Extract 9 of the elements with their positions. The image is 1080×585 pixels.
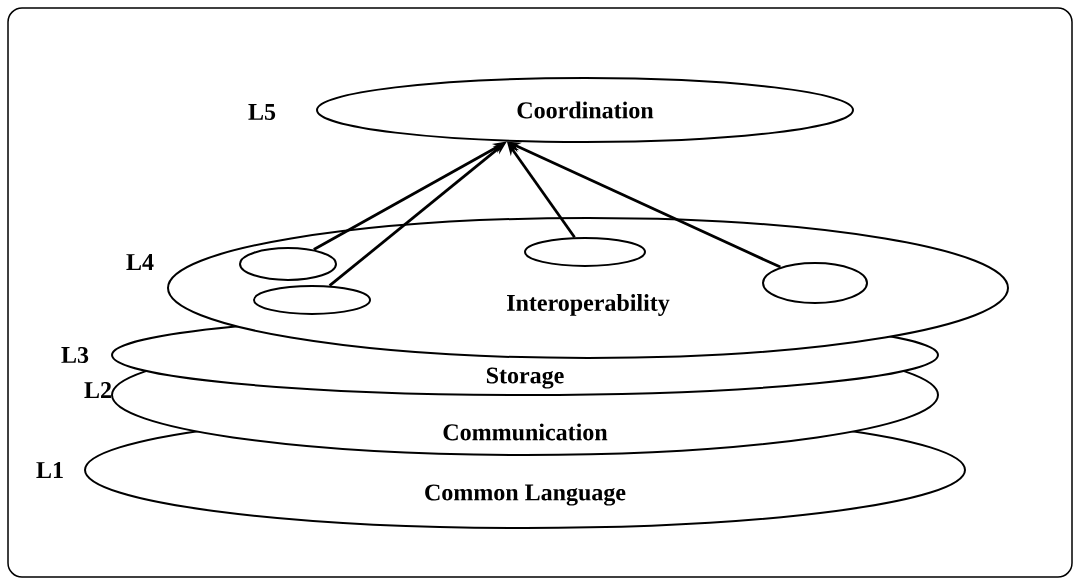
layer-label: L2 xyxy=(84,382,111,398)
small-ellipse xyxy=(524,237,646,267)
layer-label: L5 xyxy=(248,104,276,120)
layer-label: L3 xyxy=(61,346,89,364)
small-ellipse xyxy=(239,247,337,281)
small-ellipse xyxy=(253,285,371,315)
layer-label: L4 xyxy=(126,254,154,270)
layer-label: L1 xyxy=(36,462,63,478)
small-ellipse xyxy=(762,262,868,304)
